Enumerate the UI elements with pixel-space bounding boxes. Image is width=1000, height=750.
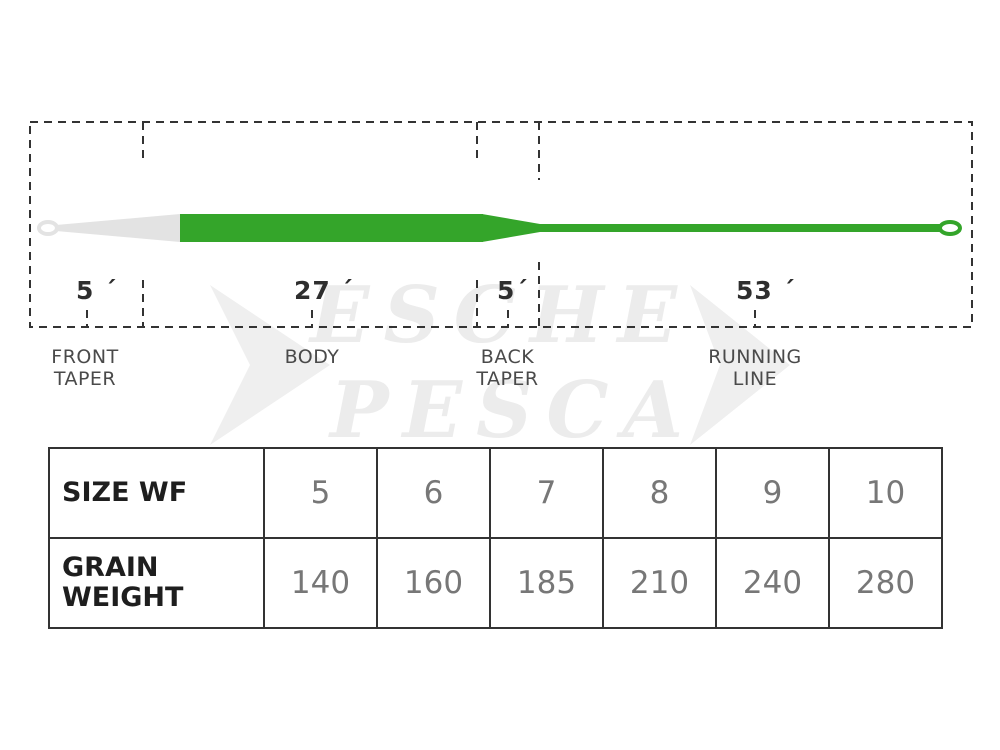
size-header: SIZE WF	[48, 447, 265, 539]
front-taper-name: FRONT TAPER	[30, 346, 140, 390]
table-row: GRAIN WEIGHT 140 160 185 210 240 280	[48, 537, 943, 629]
grain-cell: 160	[376, 537, 491, 629]
running-line-name-text: RUNNING LINE	[708, 346, 802, 390]
grain-cell: 140	[263, 537, 378, 629]
body-name-text: BODY	[284, 346, 340, 368]
front-loop	[37, 220, 59, 236]
body-name: BODY	[262, 346, 362, 368]
back-taper-length: 5´	[497, 276, 529, 305]
running-line-shape	[540, 224, 940, 232]
back-taper-name: BACK TAPER	[455, 346, 560, 390]
grain-cell: 240	[715, 537, 830, 629]
size-cell: 9	[715, 447, 830, 539]
body-shape	[180, 214, 483, 242]
table-row: SIZE WF 5 6 7 8 9 10	[48, 447, 943, 539]
watermark-arrows	[210, 285, 790, 445]
front-taper-length: 5 ´	[76, 276, 118, 305]
back-taper-shape	[482, 214, 540, 242]
watermark: ESCHE PESCA	[190, 265, 790, 465]
back-taper-name-text: BACK TAPER	[476, 346, 539, 390]
back-loop	[938, 220, 962, 236]
size-cell: 6	[376, 447, 491, 539]
size-cell: 5	[263, 447, 378, 539]
running-line-name: RUNNING LINE	[690, 346, 820, 390]
grain-weight-header: GRAIN WEIGHT	[48, 537, 265, 629]
fly-line-diagram	[29, 121, 973, 328]
body-length: 27 ´	[294, 276, 354, 305]
dimension-frame	[29, 121, 973, 328]
watermark-line2: PESCA	[330, 365, 698, 456]
watermark-line1: ESCHE	[310, 270, 692, 361]
grain-cell: 280	[828, 537, 943, 629]
front-taper-name-text: FRONT TAPER	[51, 346, 119, 390]
fly-line	[37, 214, 962, 242]
running-line-length: 53 ´	[736, 276, 796, 305]
grain-cell: 185	[489, 537, 604, 629]
size-cell: 8	[602, 447, 717, 539]
size-cell: 7	[489, 447, 604, 539]
front-taper-shape	[56, 214, 180, 242]
size-cell: 10	[828, 447, 943, 539]
spec-table: SIZE WF 5 6 7 8 9 10 GRAIN WEIGHT 140 16…	[48, 447, 943, 629]
grain-cell: 210	[602, 537, 717, 629]
